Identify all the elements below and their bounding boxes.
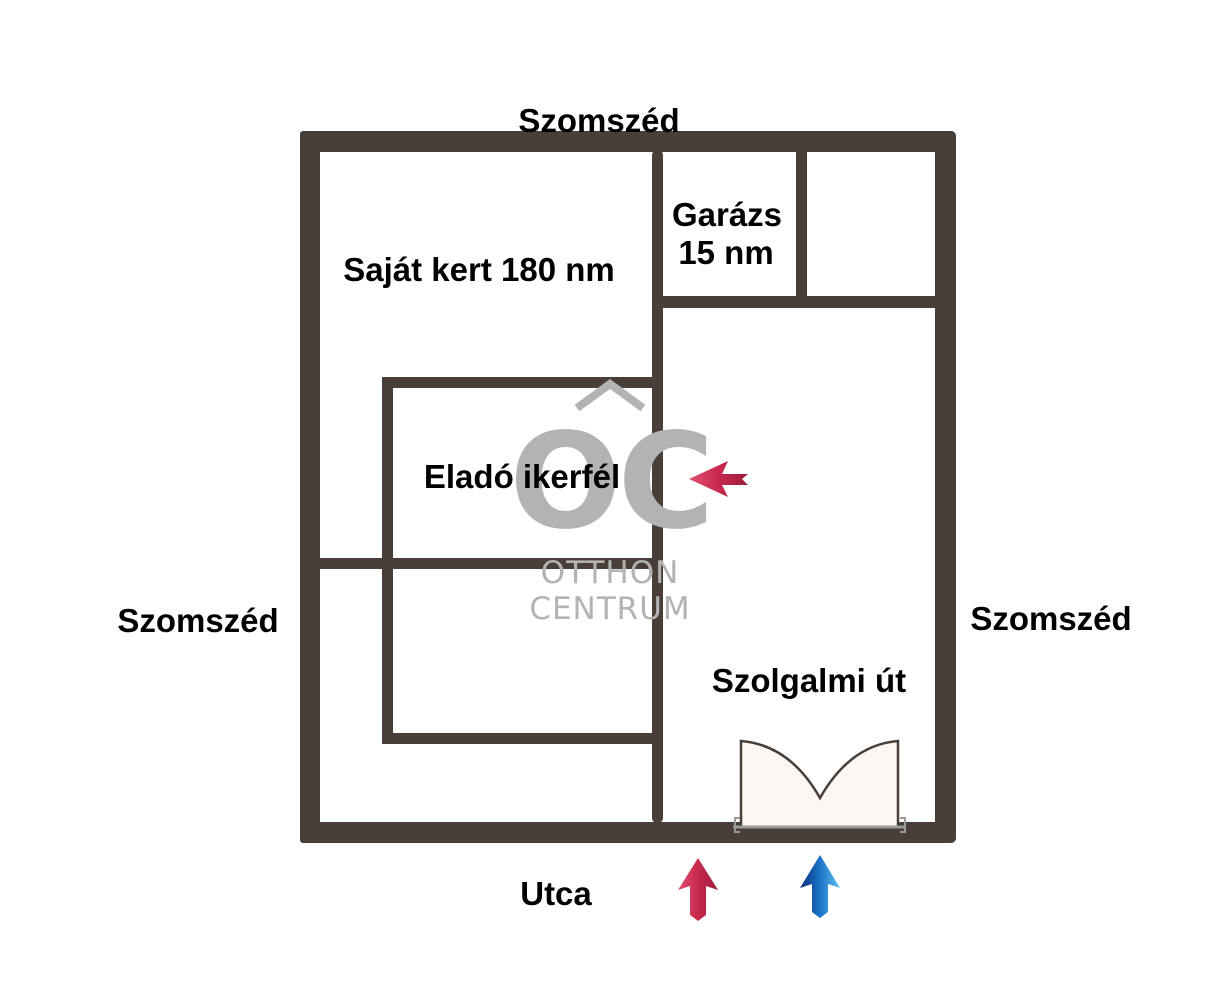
arrow-up-blue-icon [800,855,840,918]
street-label: Utca [520,875,592,912]
outer-wall-right [935,131,956,843]
house-label: Eladó ikerfél [424,458,620,495]
watermark-roof-icon [574,379,646,412]
easement-label: Szolgalmi út [712,662,906,699]
garage-bottom-wall [652,296,936,308]
plot-walls [300,131,956,843]
watermark-line2: CENTRUM [529,591,690,627]
house-wall-top [382,377,658,388]
divider-center [652,150,663,823]
outer-wall-left [300,131,320,843]
garage-right-wall [796,150,807,300]
garage-label-line2: 15 nm [678,234,773,271]
watermark-line1: OTTHON [541,555,680,591]
watermark-logo: OC [509,405,710,559]
watermark: OC OTTHON CENTRUM [509,379,715,627]
arrow-left-icon [689,461,748,497]
neighbor-label-right: Szomszéd [970,600,1131,637]
outer-wall-top [300,131,956,152]
neighbor-label-left: Szomszéd [117,602,278,639]
double-gate-icon [733,739,906,833]
house-wall-bottom [382,733,658,744]
neighbor-label-top: Szomszéd [518,102,679,139]
arrow-up-red-icon [678,858,718,921]
garden-label: Saját kert 180 nm [343,251,614,288]
garage-label-line1: Garázs [672,196,782,233]
cross-wall [318,558,658,569]
